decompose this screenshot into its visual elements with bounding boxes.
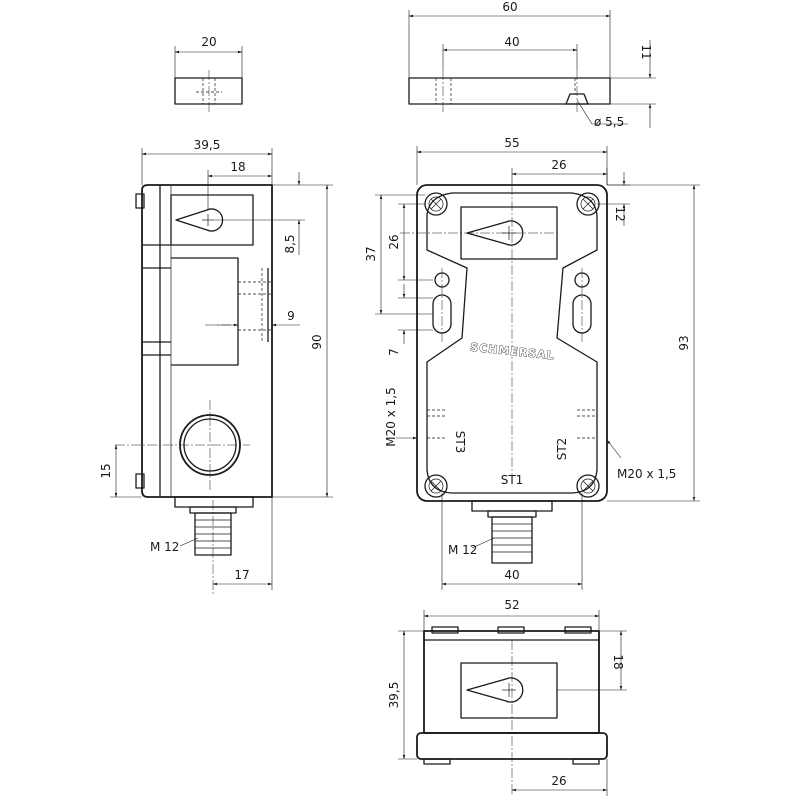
dim-front-top-offset: 12 xyxy=(613,206,627,221)
dim-side-slot-height: 8,5 xyxy=(283,234,297,253)
dim-side-entry-height: 15 xyxy=(99,463,113,478)
dim-front-slot-spacing: 37 xyxy=(364,246,378,261)
dim-pad-large-thickness: 11 xyxy=(639,44,653,59)
side-view: 39,5 18 8,5 9 90 15 17 M 12 xyxy=(99,138,333,595)
dim-front-bottom-width: 40 xyxy=(504,568,519,582)
screw-icon xyxy=(424,192,448,216)
label-front-entry-left: M20 x 1,5 xyxy=(384,387,398,446)
dim-side-slot-offset: 18 xyxy=(230,160,245,174)
brand-logo: SCHMERSAL xyxy=(470,341,555,363)
large-mounting-pad-view: 60 40 11 ø 5,5 xyxy=(408,0,656,129)
dim-bottom-width: 52 xyxy=(504,598,519,612)
dim-pad-large-width: 60 xyxy=(502,0,517,14)
dim-bottom-depth: 39,5 xyxy=(387,682,401,709)
dim-bottom-slot-height: 18 xyxy=(611,654,625,669)
front-view: SCHMERSAL ST1 ST2 ST3 55 26 12 26 xyxy=(364,136,700,590)
dim-front-bottom-offset: 7 xyxy=(387,348,401,356)
dim-front-screw-spacing: 26 xyxy=(387,234,401,249)
label-st1: ST1 xyxy=(501,473,524,487)
small-mounting-pad-view: 20 xyxy=(174,35,243,112)
label-st2: ST2 xyxy=(555,438,569,461)
dim-front-slot-width: 26 xyxy=(551,158,566,172)
dim-bottom-slot-width: 26 xyxy=(551,774,566,788)
dim-pad-small-width: 20 xyxy=(201,35,216,49)
dim-side-depth: 39,5 xyxy=(194,138,221,152)
bottom-view: 52 18 39,5 26 xyxy=(387,598,627,796)
dim-pad-large-holes: 40 xyxy=(504,35,519,49)
label-side-connector-thread: M 12 xyxy=(150,540,179,554)
label-front-connector-thread: M 12 xyxy=(448,543,477,557)
dim-pad-hole-diameter: ø 5,5 xyxy=(594,115,624,129)
screw-icon xyxy=(576,474,600,498)
dim-side-height: 90 xyxy=(310,334,324,349)
screw-icon xyxy=(576,192,600,216)
dim-front-height: 93 xyxy=(677,335,691,350)
label-st3: ST3 xyxy=(453,431,467,454)
dim-side-connector-offset: 17 xyxy=(234,568,249,582)
label-front-entry-right: M20 x 1,5 xyxy=(617,467,676,481)
screw-icon xyxy=(424,474,448,498)
dim-side-notch: 9 xyxy=(287,309,295,323)
dim-front-width: 55 xyxy=(504,136,519,150)
